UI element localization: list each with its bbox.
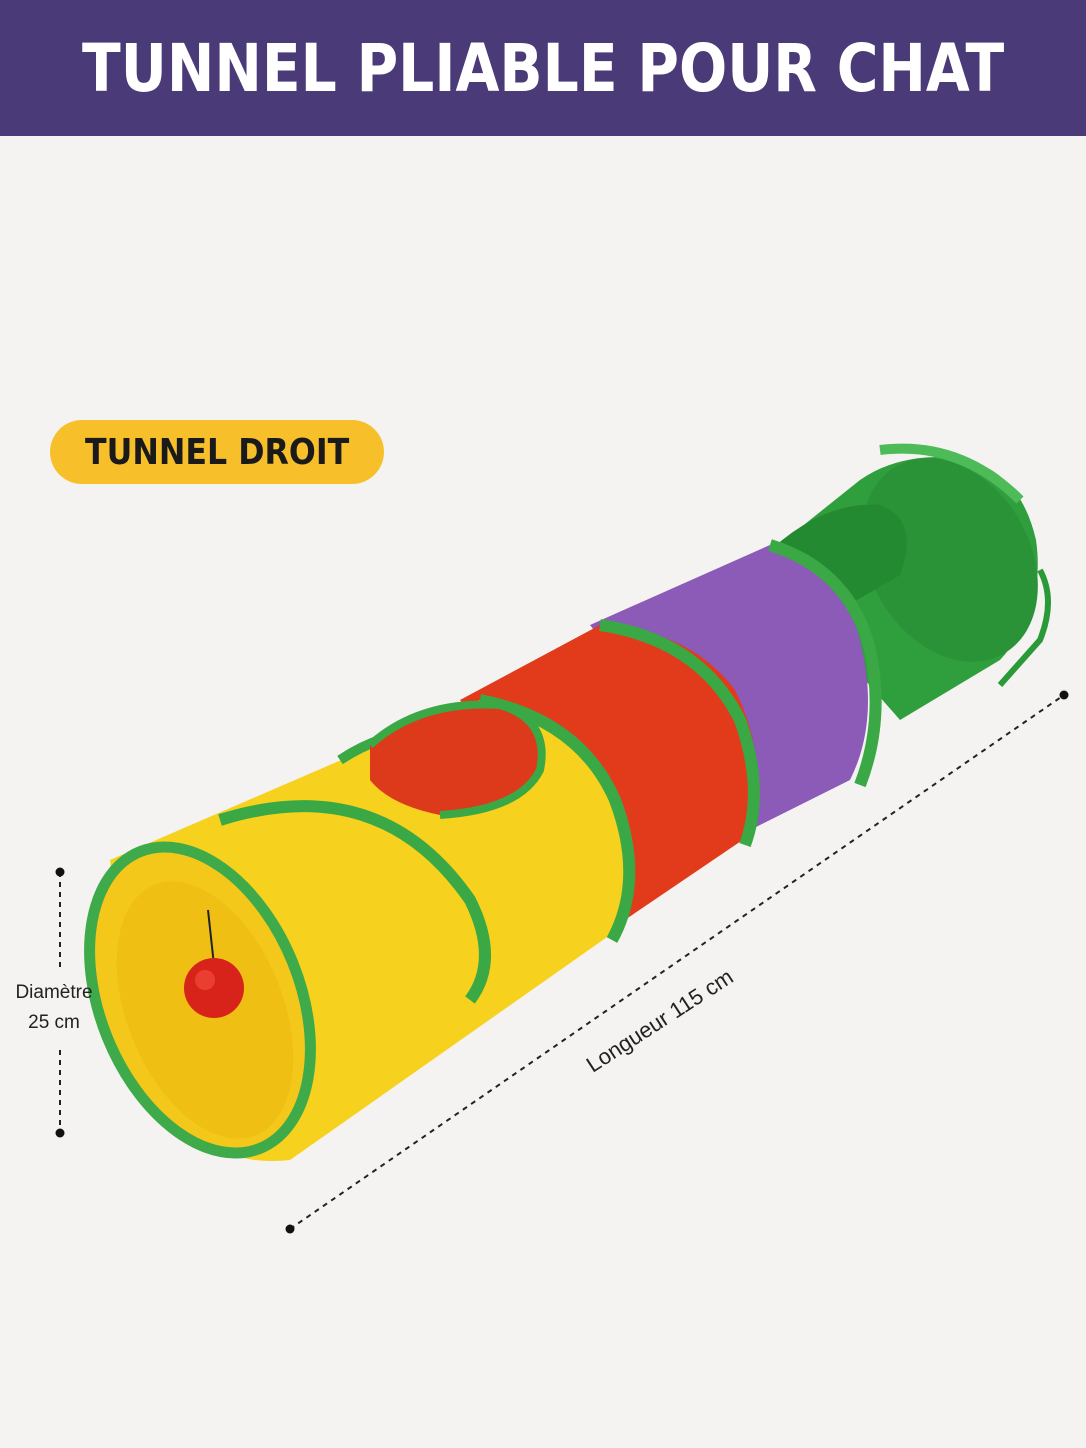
diameter-label: Diamètre 25 cm — [0, 978, 108, 1038]
side-opening-yellow — [370, 704, 542, 815]
tunnel-segment-yellow — [84, 694, 636, 1161]
tunnel-type-badge: TUNNEL DROIT — [50, 420, 384, 484]
diameter-label-line1: Diamètre — [15, 982, 93, 1003]
side-opening-green — [760, 504, 907, 610]
diameter-endpoint-bottom — [55, 1128, 65, 1138]
page-title: TUNNEL PLIABLE POUR CHAT — [81, 29, 1005, 107]
strap — [997, 568, 1051, 687]
length-endpoint-end — [1059, 690, 1069, 700]
length-endpoint-start — [285, 1224, 295, 1234]
toy-string — [207, 909, 215, 966]
pompom-ball — [184, 958, 244, 1018]
tunnel-segment-green — [760, 443, 1051, 720]
diameter-endpoint-top — [55, 867, 65, 877]
diameter-label-line2: 25 cm — [28, 1012, 80, 1033]
header-banner: TUNNEL PLIABLE POUR CHAT — [0, 0, 1086, 136]
badge-label: TUNNEL DROIT — [84, 431, 350, 473]
length-dimension-line — [289, 694, 1065, 1230]
